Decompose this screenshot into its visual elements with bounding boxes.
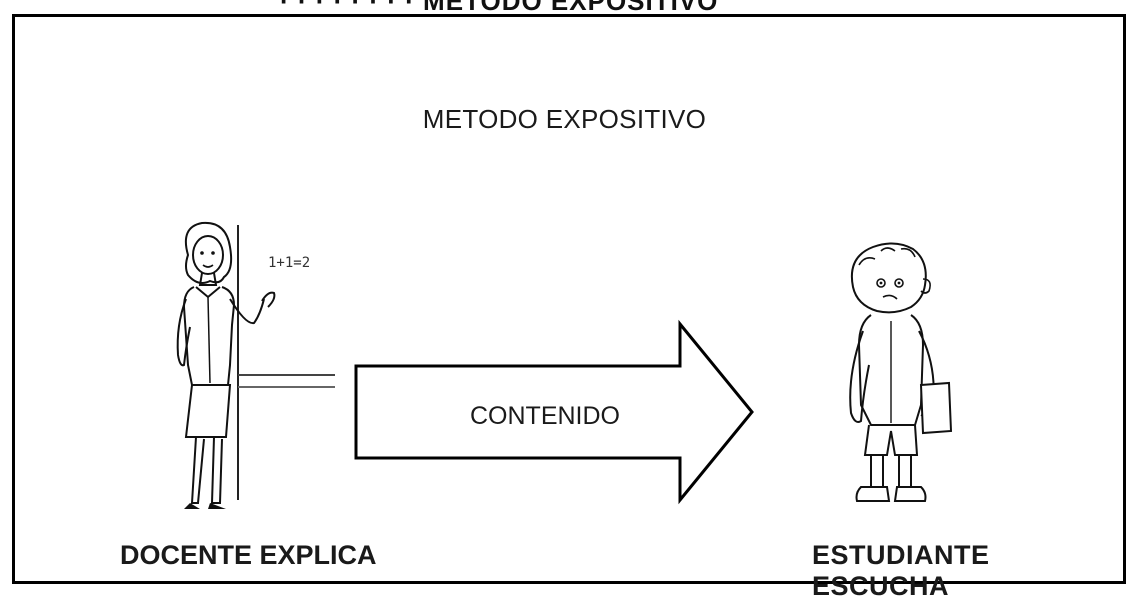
cropped-heading: · · · · · · · · METODO EXPOSITIVO <box>280 0 719 16</box>
student-caption: ESTUDIANTE ESCUCHA <box>812 540 990 601</box>
teacher-figure-icon: 1+1=2 <box>176 221 335 509</box>
student-figure-icon <box>849 242 953 502</box>
diagram-title: METODO EXPOSITIVO <box>422 104 707 134</box>
arrow-label: CONTENIDO <box>470 402 620 430</box>
teacher-caption: DOCENTE EXPLICA <box>120 540 377 570</box>
board-equation: 1+1=2 <box>268 255 310 271</box>
right-arrow-icon <box>354 319 754 505</box>
